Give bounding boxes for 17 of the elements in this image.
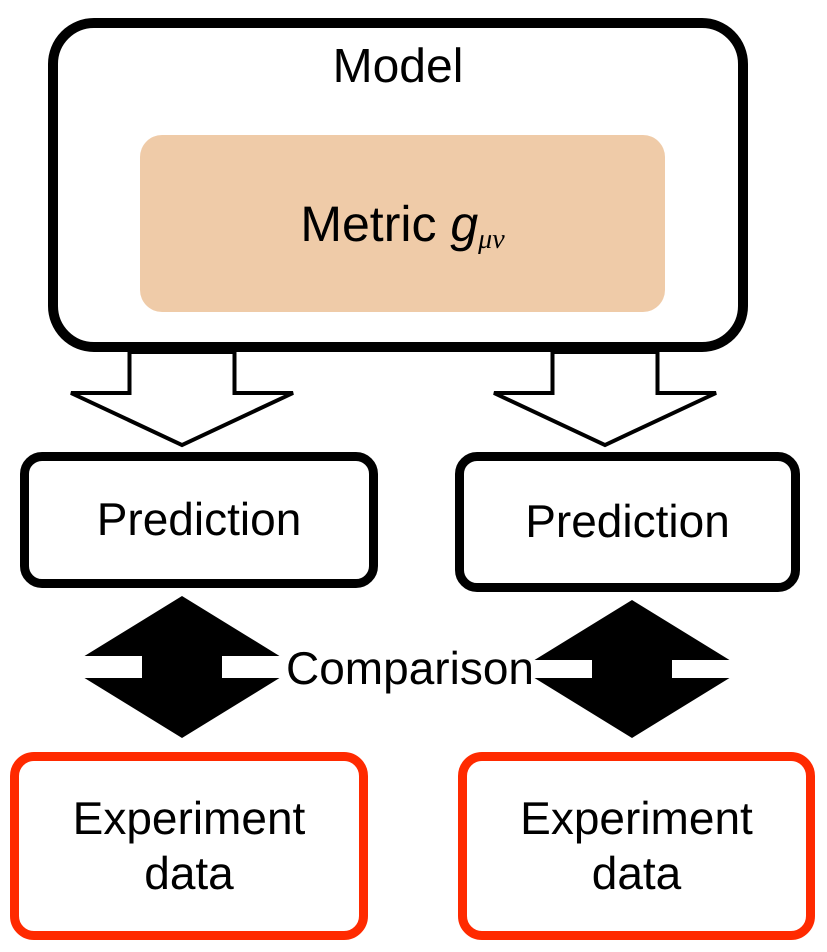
node-label: Model: [332, 39, 464, 95]
prediction-box: [455, 452, 800, 592]
metric-box: [140, 135, 665, 312]
node-label: Experiment data: [519, 790, 754, 901]
model-box: [48, 18, 748, 352]
data-box: [458, 752, 815, 940]
node-label: Prediction: [96, 492, 302, 548]
block-arrow: [492, 350, 718, 448]
node-label: Prediction: [525, 494, 730, 550]
block-arrow: [84, 596, 280, 738]
block-arrow: [534, 600, 730, 738]
node-label: Experiment data: [72, 790, 306, 901]
block-arrow: [69, 350, 295, 448]
data-box: [10, 752, 368, 940]
comparison-label: Comparison: [286, 645, 534, 691]
prediction-box: [20, 452, 378, 588]
node-label: Metric g$_{μν}$: [300, 194, 505, 254]
